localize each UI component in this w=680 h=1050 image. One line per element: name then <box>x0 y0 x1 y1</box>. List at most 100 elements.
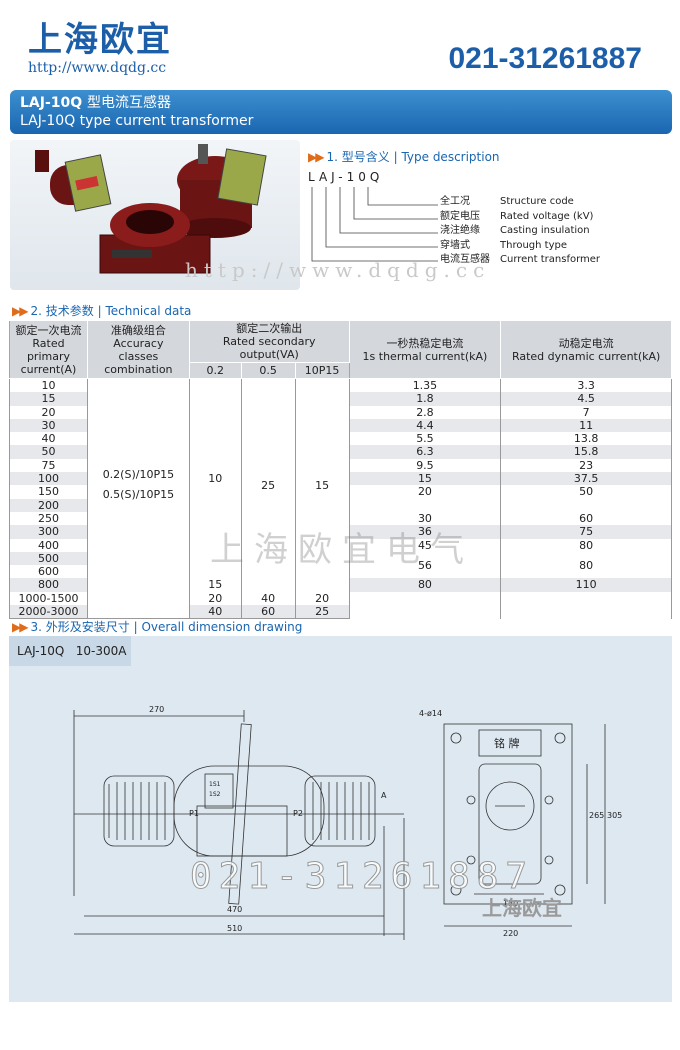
type-code-leader-lines <box>311 187 438 262</box>
cell-accuracy <box>86 605 190 620</box>
cell-c05: 25 <box>240 378 296 592</box>
cell-thermal: 1.35 <box>348 378 502 393</box>
cell-dynamic: 50 <box>500 485 672 512</box>
cell-primary: 1000-1500 <box>9 591 88 606</box>
cell-dynamic: 60 <box>500 511 672 526</box>
table-watermark: 上海欧宜电气 <box>210 530 474 570</box>
cell-dynamic: 80 <box>500 538 672 552</box>
cell-primary: 75 <box>9 458 88 473</box>
cell-c02: 15 <box>188 578 242 592</box>
cell-dynamic: 110 <box>500 578 672 592</box>
cell-primary: 10 <box>9 378 88 393</box>
cell-thermal: 4.4 <box>348 418 502 433</box>
cell-thermal: 15 <box>348 472 502 486</box>
terminal-p2: P2 <box>293 809 303 818</box>
cell-c05: 40 <box>240 591 296 606</box>
brand-url[interactable]: http://www.dqdg.cc <box>28 60 167 76</box>
cell-dynamic: 75 <box>500 525 672 539</box>
dim-305: 305 <box>607 811 622 820</box>
cell-dynamic: 37.5 <box>500 472 672 486</box>
logo-watermark: 上海欧宜 <box>482 896 562 920</box>
cell-thermal: 30 <box>348 511 502 526</box>
cell-thermal: 45 <box>348 538 502 552</box>
cell-primary: 250 <box>9 511 88 526</box>
cell-dynamic: 13.8 <box>500 432 672 446</box>
dim-180: 180 <box>503 899 518 908</box>
terminal-1s2: 1S2 <box>209 791 221 798</box>
phone-number: 021-31261887 <box>448 42 642 75</box>
product-photo <box>10 140 300 290</box>
cell-thermal <box>348 591 502 619</box>
cell-c10p: 25 <box>294 605 350 620</box>
cell-primary: 400 <box>9 538 88 552</box>
cell-dynamic: 11 <box>500 418 672 433</box>
cell-thermal: 5.5 <box>348 432 502 446</box>
cell-primary: 300 <box>9 525 88 539</box>
dim-265: 265 <box>589 811 604 820</box>
cell-thermal: 1.8 <box>348 392 502 406</box>
drawing-model-tag: LAJ-10Q 10-300A <box>9 636 131 666</box>
cell-primary: 100 <box>9 472 88 486</box>
technical-heading: ▶▶2. 技术参数 | Technical data <box>12 304 192 318</box>
url-watermark: http://www.dqdg.cc <box>185 258 491 282</box>
cell-c02: 20 <box>188 591 242 606</box>
cell-thermal: 56 <box>348 551 502 579</box>
cell-c02: 40 <box>188 605 242 620</box>
cell-c10p: 15 <box>294 378 350 592</box>
cell-primary: 150 <box>9 485 88 499</box>
cell-thermal: 36 <box>348 525 502 539</box>
cell-primary: 40 <box>9 432 88 446</box>
cell-accuracy <box>86 591 190 606</box>
cell-primary: 50 <box>9 445 88 459</box>
cell-dynamic <box>500 591 672 619</box>
type-description-heading: ▶▶1. 型号含义 | Type description <box>308 150 500 164</box>
cell-thermal: 20 <box>348 485 502 512</box>
cell-thermal: 6.3 <box>348 445 502 459</box>
title-en: LAJ-10Q type current transformer <box>20 113 254 129</box>
dim-470: 470 <box>227 905 242 914</box>
cell-thermal: 2.8 <box>348 405 502 419</box>
phone-watermark: 021-31261887 <box>189 856 535 898</box>
terminal-1s1: 1S1 <box>209 781 221 788</box>
nameplate-label: 铭 牌 <box>494 736 520 750</box>
cell-c02: 10 <box>188 378 242 579</box>
cell-primary: 20 <box>9 405 88 419</box>
header-sub-02: 0.2 <box>188 362 242 379</box>
cell-primary: 800 <box>9 578 88 592</box>
title-cn: LAJ-10Q 型电流互感器 <box>20 95 172 111</box>
cell-primary: 2000-3000 <box>9 605 88 620</box>
dim-270: 270 <box>149 705 164 714</box>
type-code: LAJ-10Q <box>308 170 384 184</box>
dim-holes: 4-ø14 <box>419 709 442 718</box>
cell-dynamic: 3.3 <box>500 378 672 393</box>
cell-primary: 500 <box>9 551 88 566</box>
brand-block: 上海欧宜 http://www.dqdg.cc <box>28 20 172 76</box>
brand-name: 上海欧宜 <box>28 20 172 60</box>
title-bar: LAJ-10Q 型电流互感器 LAJ-10Q type current tran… <box>10 90 672 134</box>
view-a-label: A <box>381 791 387 800</box>
cell-c10p: 20 <box>294 591 350 606</box>
dimension-drawing: 270 470 510 4-ø14 铭 牌 180 220 265 305 A … <box>73 705 622 940</box>
dim-220: 220 <box>503 929 518 938</box>
cell-dynamic: 23 <box>500 458 672 473</box>
header-sub-05: 0.5 <box>240 362 296 379</box>
dimension-drawing-area: 270 470 510 4-ø14 铭 牌 180 220 265 305 A … <box>9 636 672 1002</box>
cell-primary: 200 <box>9 498 88 512</box>
dimension-heading: ▶▶3. 外形及安装尺寸 | Overall dimension drawing <box>12 620 303 634</box>
cell-c05: 60 <box>240 605 296 620</box>
cell-dynamic: 7 <box>500 405 672 419</box>
cell-thermal: 9.5 <box>348 458 502 473</box>
cell-primary: 15 <box>9 392 88 406</box>
cell-dynamic: 4.5 <box>500 392 672 406</box>
cell-primary: 600 <box>9 565 88 579</box>
